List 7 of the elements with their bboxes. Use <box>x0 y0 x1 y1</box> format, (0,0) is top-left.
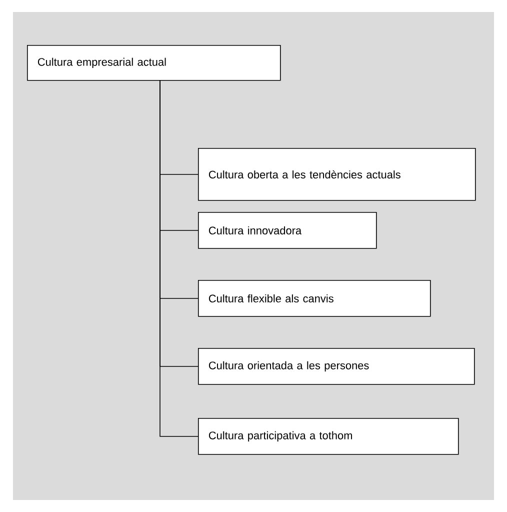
text-box: Cultura orientada a les persones <box>198 348 475 385</box>
text-box: Cultura oberta a les tendències actuals <box>198 148 476 201</box>
connector-line <box>160 80 198 437</box>
text-box: Cultura participativa a tothom <box>198 418 459 455</box>
text-box: Cultura innovadora <box>198 212 377 249</box>
text-box: Cultura empresarial actual <box>27 45 281 81</box>
text-box: Cultura flexible als canvis <box>198 280 431 317</box>
